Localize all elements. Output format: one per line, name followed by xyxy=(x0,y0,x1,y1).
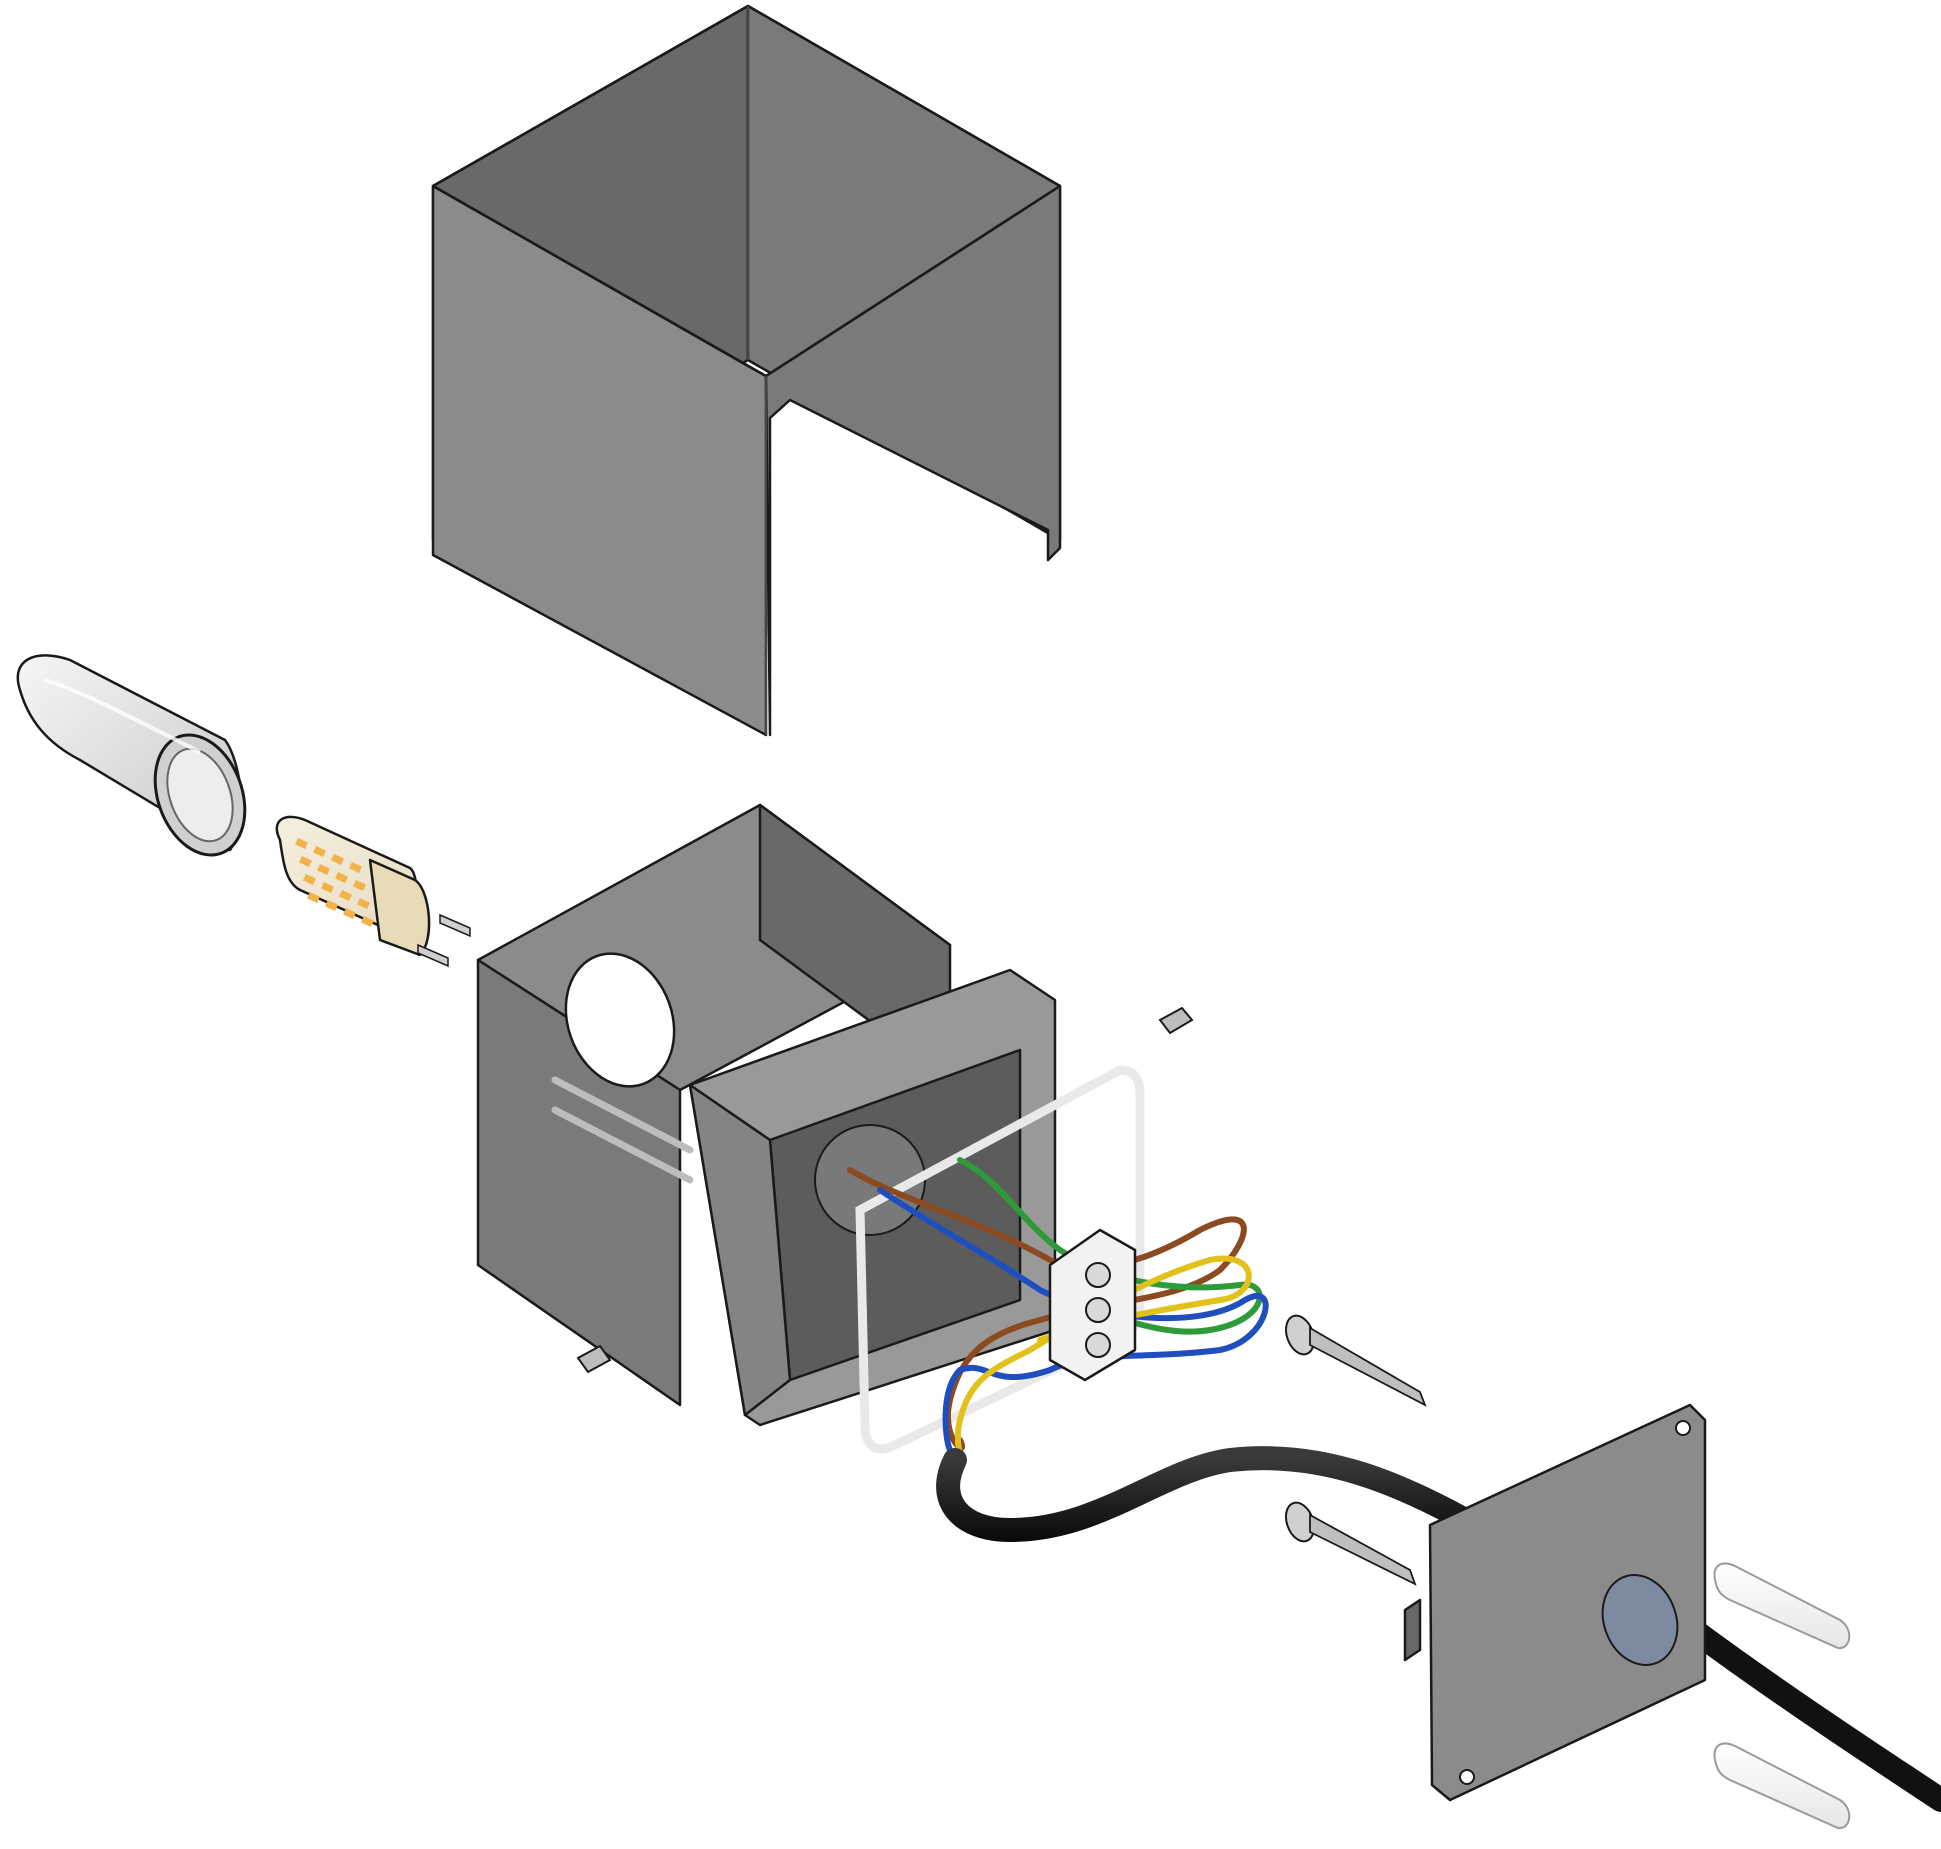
led-chip xyxy=(307,891,320,903)
led-chip xyxy=(353,879,366,891)
square-shade-icon xyxy=(431,4,1062,737)
grub-screw-icon xyxy=(576,1006,1194,1374)
led-chip xyxy=(349,862,362,873)
led-chip xyxy=(295,838,308,849)
lamp-housing-icon xyxy=(476,803,1057,1427)
g9-led-bulb-icon xyxy=(275,815,471,968)
wiring-icon xyxy=(847,1157,1269,1463)
led-chip xyxy=(325,900,338,911)
led-chip xyxy=(313,846,326,857)
terminal-block-icon xyxy=(1048,1228,1137,1382)
led-chip xyxy=(343,908,356,919)
mounting-plate-icon xyxy=(1403,1403,1707,1802)
wall-plug-icon xyxy=(1713,1562,1851,1830)
led-chip xyxy=(339,890,352,901)
glass-cylinder-icon xyxy=(16,654,247,857)
led-chip xyxy=(321,882,334,893)
led-chip xyxy=(299,856,312,867)
screw-icon xyxy=(1284,1314,1427,1586)
led-chip xyxy=(317,864,330,875)
led-chip xyxy=(335,871,348,883)
led-chip xyxy=(357,898,370,909)
led-chip xyxy=(331,854,344,865)
led-chip xyxy=(303,874,316,885)
power-cable-icon xyxy=(936,1446,1941,1812)
led-chip xyxy=(361,916,374,927)
